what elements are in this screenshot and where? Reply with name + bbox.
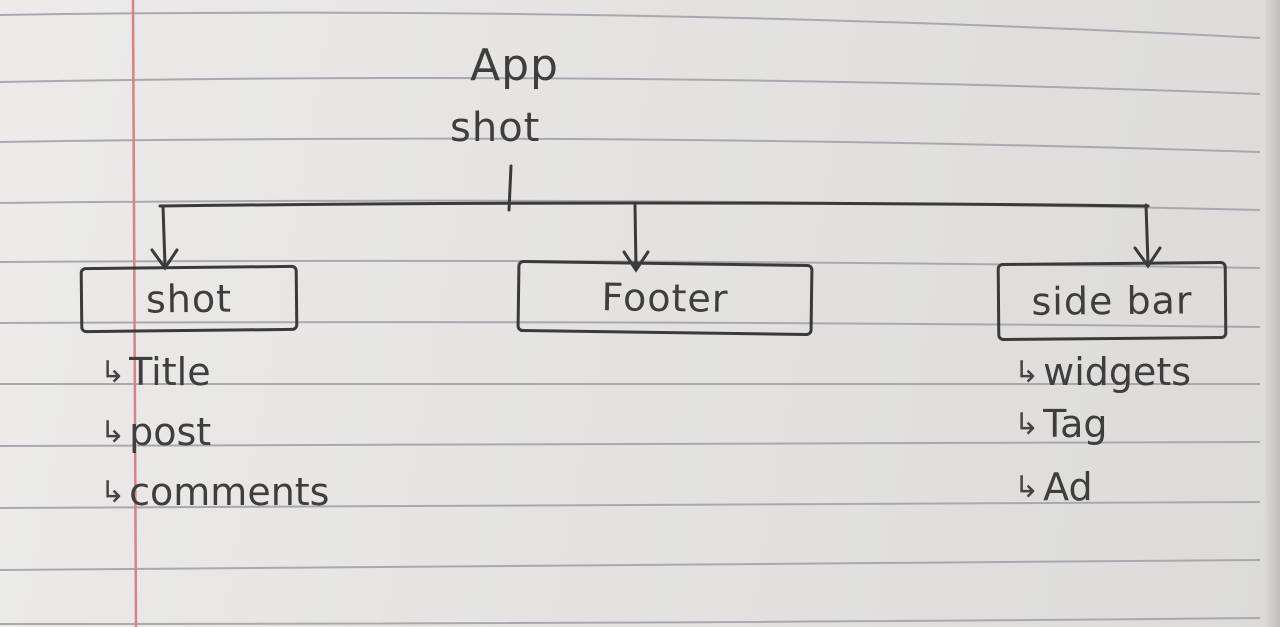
item-label: Title <box>129 350 211 394</box>
shot-item-post: ↳ post <box>100 410 211 454</box>
page-edge <box>1266 0 1280 627</box>
rule-line <box>0 11 1261 39</box>
item-label: Tag <box>1043 402 1108 446</box>
arrowhead-sidebar <box>1133 246 1162 269</box>
root-title-line1: App <box>470 40 559 91</box>
node-sidebar: side bar <box>996 260 1228 342</box>
turn-right-arrow-icon: ↳ <box>100 414 126 450</box>
sidebar-item-widgets: ↳ widgets <box>1014 350 1191 394</box>
sidebar-item-ad: ↳ Ad <box>1014 465 1093 509</box>
arrowhead-footer <box>622 250 650 273</box>
branch-sidebar <box>1144 203 1150 266</box>
trunk-line <box>158 201 1150 208</box>
rule-line <box>0 559 1261 571</box>
rule-line <box>0 501 1261 509</box>
shot-item-comments: ↳ comments <box>100 470 329 514</box>
arrowhead-shot <box>150 248 179 271</box>
rule-line <box>0 617 1261 625</box>
item-label: widgets <box>1043 350 1192 394</box>
item-label: Ad <box>1043 465 1093 509</box>
item-label: post <box>129 410 212 454</box>
root-title-line2: shot <box>450 105 541 151</box>
branch-footer <box>633 203 638 270</box>
turn-right-arrow-icon: ↳ <box>1014 406 1040 442</box>
node-shot: shot <box>79 264 299 334</box>
sidebar-item-tag: ↳ Tag <box>1014 402 1107 446</box>
item-label: comments <box>129 470 330 514</box>
turn-right-arrow-icon: ↳ <box>1014 354 1040 390</box>
margin-line <box>131 0 138 627</box>
rule-line <box>0 441 1261 447</box>
rule-line <box>0 137 1261 153</box>
turn-right-arrow-icon: ↳ <box>1014 469 1040 505</box>
node-footer: Footer <box>516 259 814 337</box>
branch-shot <box>161 204 167 268</box>
turn-right-arrow-icon: ↳ <box>100 354 126 390</box>
rule-line <box>0 77 1261 95</box>
rule-line <box>0 382 1261 385</box>
turn-right-arrow-icon: ↳ <box>100 474 126 510</box>
rule-line <box>0 321 1261 328</box>
shot-item-title: ↳ Title <box>100 350 211 394</box>
